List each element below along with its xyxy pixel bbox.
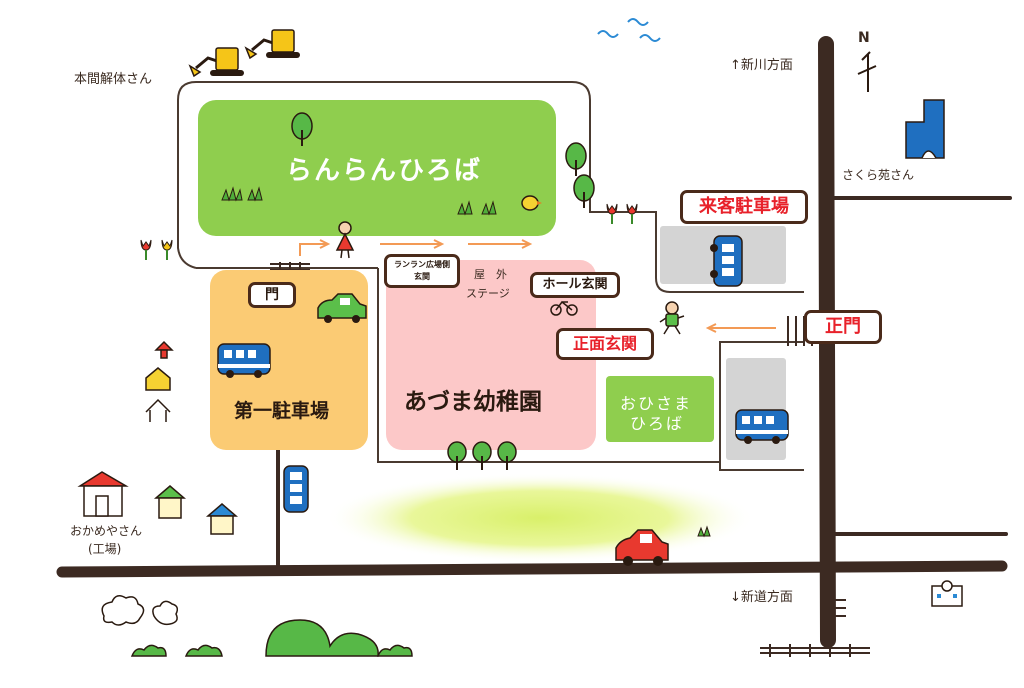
- tulip-icon: [140, 203, 638, 260]
- girl-icon: [335, 221, 355, 259]
- cloud-icon: [101, 595, 179, 626]
- hall-entrance-sign: ホール玄関: [530, 272, 620, 298]
- car-icon: [615, 529, 669, 566]
- building-icon: [905, 99, 945, 159]
- lawn-glow: [325, 473, 755, 563]
- ranran-field: [198, 100, 556, 236]
- house-icon: [77, 340, 239, 535]
- compass-icon: [857, 51, 877, 92]
- grass-icon: [221, 186, 711, 538]
- wave-icon: [597, 18, 661, 42]
- tree-icon: [291, 112, 595, 470]
- bus-icon: [217, 235, 789, 513]
- ohisama-label-line1: おひさま: [620, 394, 693, 413]
- kindergarten-label: あづま幼稚園: [404, 389, 542, 415]
- demolition-label: 本間解体さん: [74, 72, 153, 87]
- main-road-horizontal: [56, 560, 1008, 578]
- outdoor-stage-label-line2: ステージ: [466, 287, 510, 300]
- sakuraen-label: さくら苑さん: [842, 168, 915, 182]
- okameya-label: おかめやさん: [70, 524, 143, 538]
- shinkawa-direction-label: ↑新川方面: [730, 58, 793, 73]
- north-label: N: [858, 30, 870, 46]
- ranran-entrance-line1: ランラン広場側: [394, 260, 450, 269]
- bush-icon: [130, 619, 413, 657]
- railway: [760, 644, 870, 657]
- gate-sign: 門: [248, 282, 296, 308]
- ranran-entrance-line2: 玄関: [414, 272, 430, 281]
- arrow-icon: [299, 239, 776, 333]
- ranran-field-label: らんらんひろば: [286, 156, 483, 186]
- walkway-outline: [177, 81, 804, 471]
- factory-label: (工場): [88, 542, 122, 556]
- school-icon: [931, 580, 963, 607]
- car-icon: [317, 293, 367, 323]
- guest-parking-sign: 来客駐車場: [680, 190, 808, 224]
- south-parking-area: [726, 358, 786, 460]
- excavator-icon: [188, 29, 300, 78]
- bird-icon: [521, 195, 542, 211]
- boy-icon: [659, 301, 685, 335]
- kindergarten-area: [386, 260, 596, 450]
- parking-one-label: 第一駐車場: [234, 400, 330, 422]
- main-gate-sign: 正門: [804, 310, 882, 344]
- ohisama-field: [606, 376, 714, 442]
- ranran-entrance-sign: ランラン広場側 玄関: [384, 254, 460, 288]
- main-entrance-sign: 正面玄関: [556, 328, 654, 360]
- outdoor-stage-label-line1: 屋 外: [474, 268, 507, 281]
- ohisama-label-line2: ひろば: [630, 414, 685, 433]
- shindo-direction-label: ↓新道方面: [730, 590, 793, 605]
- bicycle-icon: [550, 300, 578, 316]
